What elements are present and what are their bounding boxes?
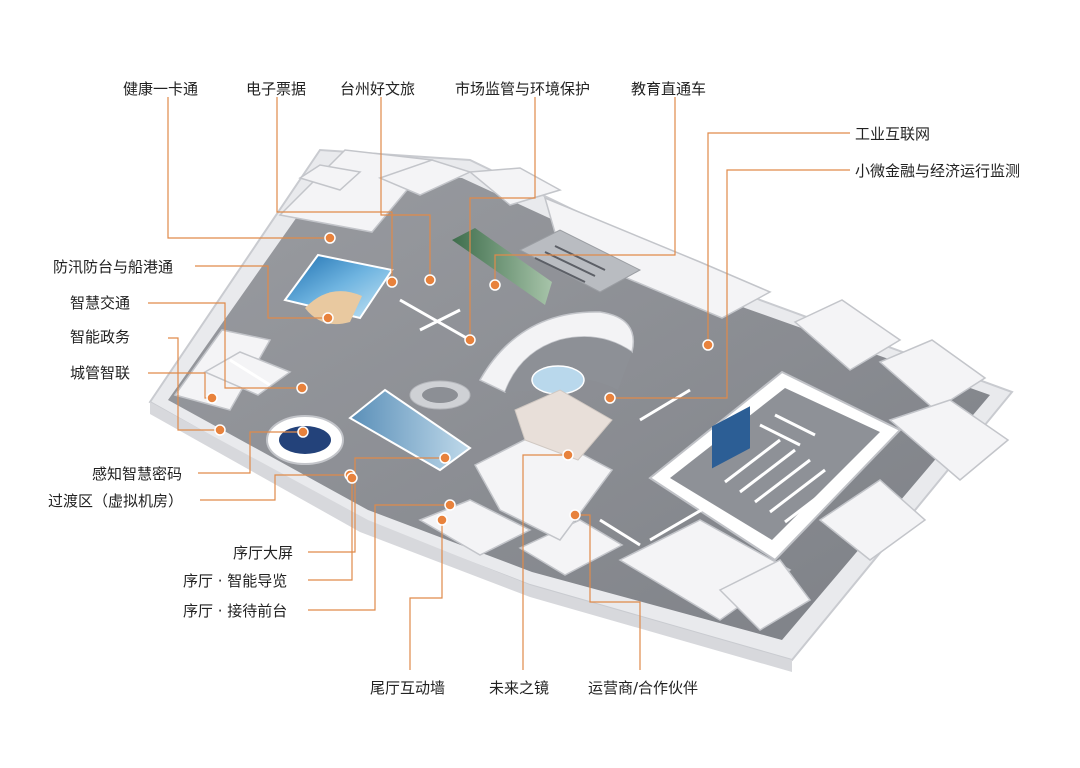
label-industrial-internet: 工业互联网 — [855, 125, 930, 143]
dot-operator[interactable] — [569, 509, 581, 521]
label-micro-finance: 小微金融与经济运行监测 — [855, 162, 1020, 180]
label-hall-screen: 序厅大屏 — [233, 544, 293, 562]
dot-industrial-internet[interactable] — [702, 339, 714, 351]
label-hall-guide: 序厅 · 智能导览 — [183, 572, 287, 590]
green-screen — [452, 228, 552, 305]
label-education: 教育直通车 — [631, 80, 706, 98]
label-sense-code: 感知智慧密码 — [92, 465, 182, 483]
label-city-mgmt: 城管智联 — [70, 364, 130, 382]
dot-e-ticket[interactable] — [386, 276, 398, 288]
label-e-ticket: 电子票据 — [246, 80, 306, 98]
label-smart-traffic: 智慧交通 — [70, 294, 130, 312]
label-health-card: 健康一卡通 — [123, 80, 198, 98]
dot-smart-gov[interactable] — [214, 424, 226, 436]
labels: 健康一卡通 电子票据 台州好文旅 市场监管与环境保护 教育直通车 工业互联网 小… — [48, 80, 1020, 697]
label-operator: 运营商/合作伙伴 — [588, 679, 698, 697]
label-transition: 过渡区（虚拟机房） — [48, 492, 183, 510]
mirror-area — [514, 389, 613, 461]
dot-taizhou-travel[interactable] — [424, 274, 436, 286]
flood-room — [283, 253, 394, 325]
dot-flood-port[interactable] — [322, 312, 334, 324]
dot-hall-reception[interactable] — [444, 499, 456, 511]
leader-lines — [148, 97, 850, 670]
curved-gallery — [478, 311, 634, 395]
dot-hall-screen[interactable] — [439, 452, 451, 464]
label-tail-wall: 尾厅互动墙 — [370, 679, 445, 697]
seating-room — [518, 229, 642, 293]
dot-tail-wall[interactable] — [436, 514, 448, 526]
dot-sense-code[interactable] — [297, 426, 309, 438]
dot-market-env[interactable] — [464, 334, 476, 346]
round-rooms — [266, 380, 471, 465]
label-hall-reception: 序厅 · 接待前台 — [183, 602, 287, 620]
dot-smart-traffic[interactable] — [296, 382, 308, 394]
label-future-mirror: 未来之镜 — [489, 679, 549, 697]
dot-health-card[interactable] — [324, 232, 336, 244]
label-taizhou-travel: 台州好文旅 — [340, 80, 415, 98]
label-market-env: 市场监管与环境保护 — [455, 80, 590, 98]
main-hall — [648, 370, 902, 562]
rooms — [173, 149, 1010, 631]
dot-education[interactable] — [489, 279, 501, 291]
hall-big-screen — [348, 388, 472, 472]
dot-hall-guide[interactable] — [346, 472, 358, 484]
dot-future-mirror[interactable] — [562, 449, 574, 461]
dot-city-mgmt[interactable] — [206, 392, 218, 404]
label-flood-port: 防汛防台与船港通 — [53, 258, 173, 276]
dot-micro-finance[interactable] — [604, 392, 616, 404]
marker-dots — [206, 232, 714, 526]
label-smart-gov: 智能政务 — [70, 328, 130, 346]
partitions — [229, 298, 711, 547]
